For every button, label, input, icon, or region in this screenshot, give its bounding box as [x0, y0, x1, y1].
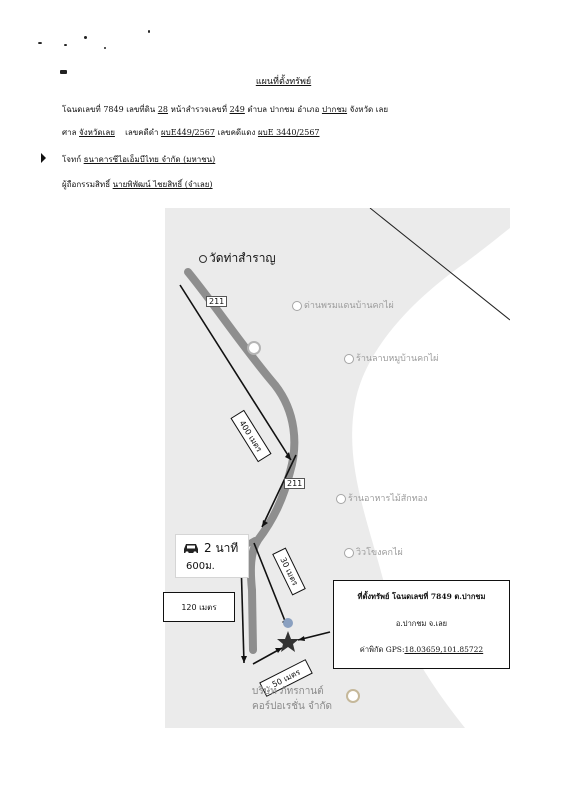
- deed-line: โฉนดเลขที่ 7849 เลขที่ดิน 28 หน้าสำรวจเล…: [62, 103, 388, 116]
- distance-120m: 120 เมตร: [163, 592, 235, 622]
- drive-distance: 600ม.: [186, 561, 215, 572]
- document-title: แผนที่ตั้งทรัพย์: [255, 77, 312, 87]
- black-case-label: เลขคดีดำ: [125, 128, 159, 137]
- road-shield-south: 211: [284, 478, 306, 489]
- scan-speck: [64, 44, 67, 46]
- company-pin-icon: [346, 689, 360, 703]
- place-view-khong: วิวโขงคกไผ่: [344, 545, 403, 559]
- company-label: บริษัท ภัทรกานต์ คอร์ปอเรชั่น จำกัด: [252, 684, 332, 714]
- place-label: ด่านพรมแดนบ้านคกไผ่: [304, 301, 394, 311]
- court-value: จังหวัดเลย: [79, 128, 115, 137]
- place-teak-restaurant: ร้านอาหารไม้สักทอง: [336, 491, 427, 505]
- car-icon: [184, 544, 198, 555]
- road-shield-north: 211: [206, 296, 228, 307]
- red-case-value: ผบE 3440/2567: [257, 128, 320, 137]
- company-line-1: บริษัท ภัทรกานต์: [252, 686, 324, 697]
- route-arrow-3: [253, 542, 288, 627]
- plaintiff-label: โจทก์: [62, 155, 82, 164]
- temple-pin-icon: [199, 254, 207, 263]
- arrowhead-2: [262, 520, 268, 527]
- subdistrict-label: ตำบล ปากชม อำเภอ: [247, 105, 320, 114]
- court-label: ศาล: [62, 128, 77, 137]
- margin-mark: [41, 153, 46, 163]
- place-pin-icon: [292, 300, 302, 311]
- plaintiff-value: ธนาคารซีไอเอ็มบีไทย จำกัด (มหาชน): [83, 155, 216, 164]
- location-dot: [283, 618, 293, 628]
- owner-label: ผู้ถือกรรมสิทธิ์: [62, 180, 111, 189]
- owner-line: ผู้ถือกรรมสิทธิ์ นายพิพัฒน์ ไชยสิทธิ์ (จ…: [62, 178, 213, 191]
- arrowhead-4: [241, 656, 247, 663]
- survey-label: หน้าสำรวจเลขที่: [170, 105, 228, 114]
- info-gps: ค่าพิกัด GPS:18.03659,101.85722: [334, 644, 509, 656]
- black-case-value: ผบE449/2567: [160, 128, 215, 137]
- border-line: [369, 208, 510, 321]
- property-info-box: ที่ตั้งทรัพย์ โฉนดเลขที่ 7849 ต.ปากชม อ.…: [333, 580, 510, 669]
- plaintiff-line: โจทก์ ธนาคารซีไอเอ็มบีไทย จำกัด (มหาชน): [62, 153, 215, 166]
- temple-label: วัดท่าสำราญ: [199, 249, 276, 268]
- owner-value: นายพิพัฒน์ ไชยสิทธิ์ (จำเลย): [112, 180, 213, 189]
- temple-name: วัดท่าสำราญ: [209, 251, 276, 265]
- arrowhead-1: [285, 452, 291, 460]
- place-pin-icon: [344, 547, 354, 558]
- place-larb-restaurant: ร้านลาบหมูบ้านคกไผ่: [344, 351, 438, 365]
- court-line: ศาล จังหวัดเลย เลขคดีดำ ผบE449/2567 เลขค…: [62, 126, 320, 139]
- place-label: ร้านอาหารไม้สักทอง: [348, 494, 428, 504]
- drive-time: 2 นาที: [204, 541, 239, 555]
- red-case-label: เลขคดีแดง: [217, 128, 256, 137]
- info-line-2: อ.ปากชม จ.เลย: [395, 619, 448, 628]
- scan-speck: [148, 30, 150, 33]
- arrowhead-5: [275, 648, 282, 653]
- pointer-arrowhead: [298, 636, 305, 641]
- scan-speck: [38, 42, 42, 44]
- gps-label: ค่าพิกัด GPS:: [359, 645, 405, 654]
- district-value: ปากชม: [321, 105, 348, 114]
- gps-value: 18.03659,101.85722: [404, 645, 484, 654]
- scan-speck: [104, 47, 106, 49]
- place-pin-icon: [344, 353, 354, 364]
- scan-speck: [84, 36, 87, 39]
- scan-speck: [60, 70, 67, 74]
- deed-label: โฉนดเลขที่ 7849 เลขที่ดิน: [62, 105, 156, 114]
- land-number: 28: [157, 105, 169, 114]
- property-star-icon: [277, 631, 299, 652]
- drive-time-card: 2 นาที 600ม.: [175, 534, 249, 578]
- info-line-1: ที่ตั้งทรัพย์ โฉนดเลขที่ 7849 ต.ปากชม: [357, 592, 486, 601]
- place-pin-icon: [336, 493, 346, 504]
- place-border-checkpoint: ด่านพรมแดนบ้านคกไผ่: [292, 298, 394, 312]
- poi-icon: [247, 341, 261, 355]
- place-label: วิวโขงคกไผ่: [356, 548, 403, 558]
- survey-number: 249: [229, 105, 245, 114]
- route-arrow-2: [261, 454, 297, 528]
- company-line-2: คอร์ปอเรชั่น จำกัด: [252, 701, 333, 712]
- place-label: ร้านลาบหมูบ้านคกไผ่: [356, 354, 439, 364]
- route-arrow-1: [179, 284, 292, 461]
- province-value: จังหวัด เลย: [349, 105, 389, 114]
